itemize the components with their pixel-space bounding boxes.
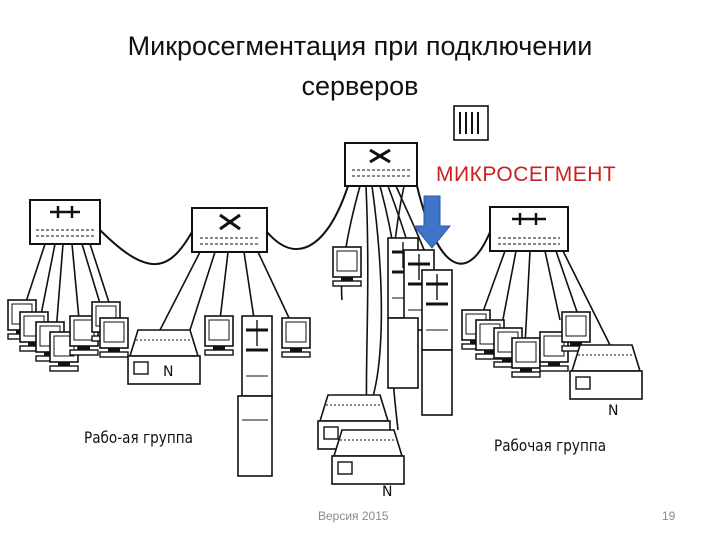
slide-title: Микросегментация при подключении серверо… [0,26,720,106]
workgroup-left-label: Рабо-ая группа [84,428,193,447]
middle-switch-wires [159,251,291,331]
switch-central [344,142,418,187]
switch-right [489,206,569,252]
printer-center-mark: N [382,484,392,500]
backbone-middle [266,185,349,251]
microsegment-label: МИКРОСЕГМЕНТ [436,163,617,186]
printer-left-mark: N [163,364,173,380]
footer-version: Версия 2015 [318,509,389,523]
workgroup-left-computers [7,299,129,372]
workgroup-right-label: Рабочая группа [494,436,607,455]
center-printers: N [317,394,405,500]
server-top [453,105,489,141]
backbone-left [99,229,193,265]
page-number: 19 [662,509,676,523]
switch-left [29,199,101,245]
right-switch-wires [479,250,611,346]
switch-middle [191,207,268,253]
title-line-2: серверов [301,71,419,101]
microsegment-arrow [412,195,452,249]
server-towers [386,236,454,416]
workgroup-right-printer: N [569,344,643,419]
title-line-1: Микросегментация при подключении [127,31,593,61]
middle-tower [237,314,274,477]
printer-right-mark: N [608,403,618,419]
workgroup-left-printer: N [127,329,201,385]
middle-computers [204,246,362,358]
